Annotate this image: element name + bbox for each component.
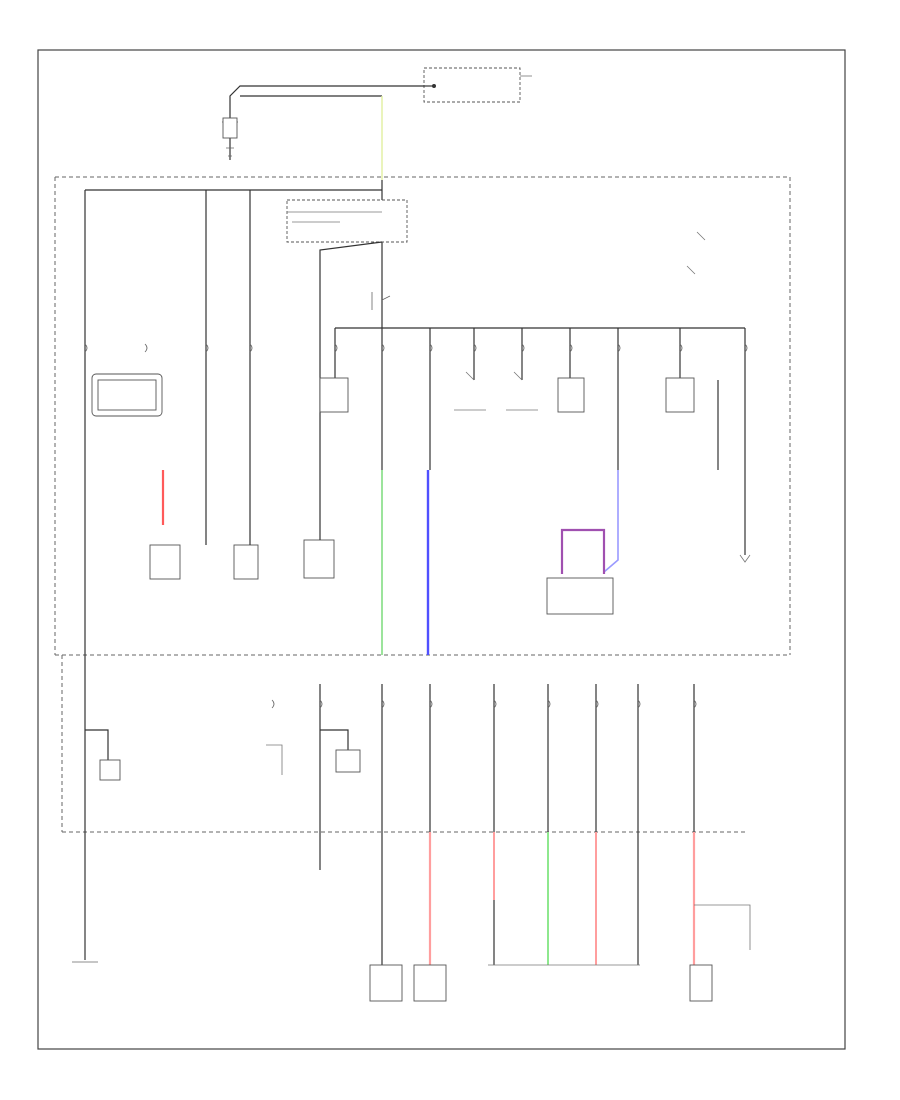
light-blue-wire [603, 470, 619, 573]
diagram-frame [37, 49, 846, 1050]
starter-relay-box [423, 67, 521, 103]
connector-2 [233, 544, 259, 580]
load-box-1 [369, 964, 403, 1002]
fuse-icons-row2 [271, 699, 697, 709]
bottom-loads [72, 832, 751, 1002]
dash-relay-1 [99, 759, 121, 781]
violet-wire [560, 528, 606, 574]
dash-relay-2 [335, 749, 361, 773]
battery-cable [229, 85, 424, 160]
relay-box-2 [557, 377, 585, 413]
legend-symbol-2 [686, 265, 696, 275]
component-module [546, 577, 614, 615]
relay-box-1 [319, 377, 349, 413]
battery-section [222, 67, 532, 160]
ground-arrow-icon [739, 554, 751, 563]
underdash-fuse-box [61, 655, 745, 833]
load-box-3 [689, 964, 713, 1002]
main-fuse-box [286, 199, 408, 243]
load-box-2 [413, 964, 447, 1002]
connector-1 [149, 544, 181, 580]
connector-3 [303, 539, 335, 579]
underhood-fuse-box [54, 176, 791, 656]
fuse-icons-row1 [84, 343, 748, 353]
legend-symbol-1 [696, 231, 706, 241]
relay-box-3 [665, 377, 695, 413]
main-relay-switch-icon [371, 292, 391, 310]
